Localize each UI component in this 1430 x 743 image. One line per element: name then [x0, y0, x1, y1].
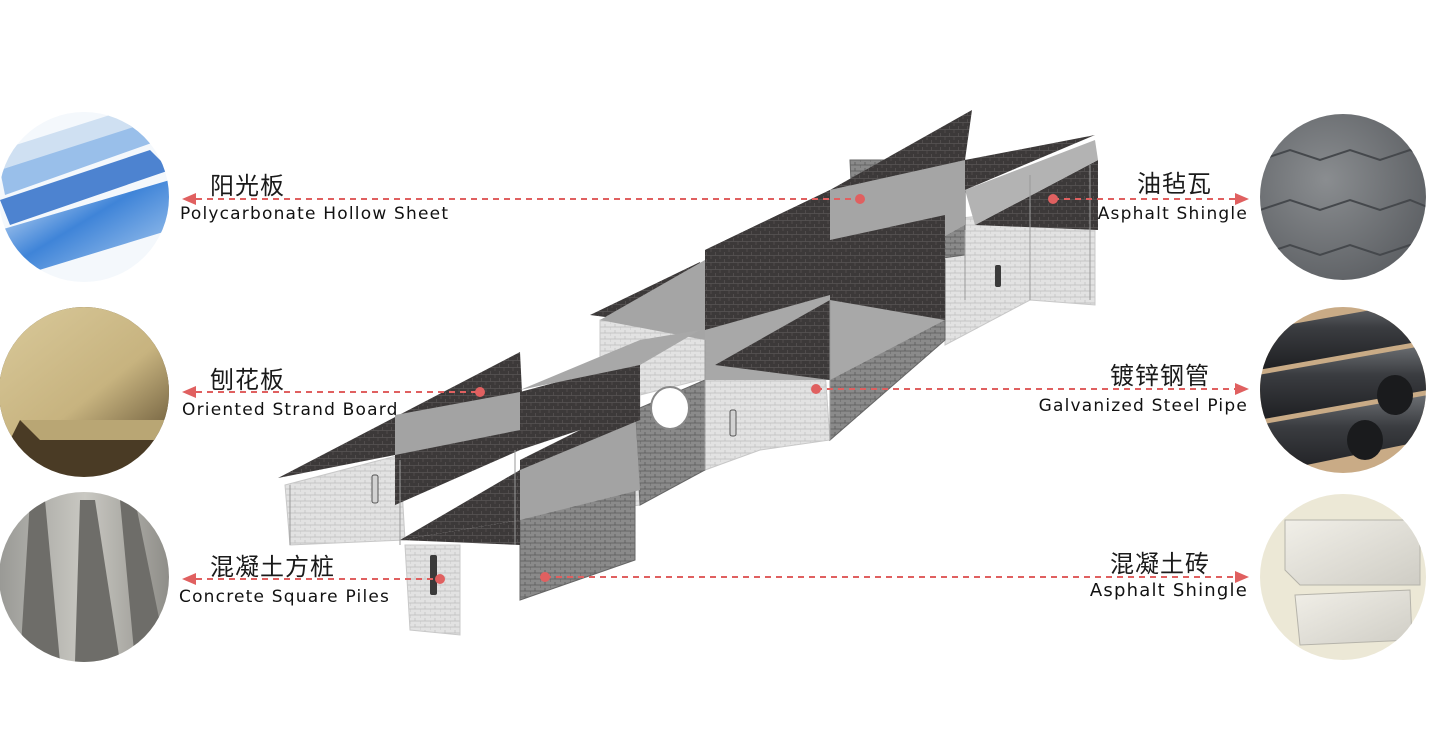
roof-right-dark-2: [975, 160, 1098, 230]
arrowhead-left-3: [182, 573, 196, 585]
arrowhead-left-1: [182, 193, 196, 205]
leader-arrows: [196, 198, 1235, 580]
roof-front-light: [520, 410, 640, 520]
label-en-brick: Asphalt Shingle: [1089, 580, 1248, 601]
label-cn-polycarbonate: 阳光板: [210, 172, 285, 200]
roof-low-dark-3: [395, 430, 520, 505]
building-axonometric: [278, 110, 1098, 636]
label-en-osb: Oriented Strand Board: [182, 400, 399, 420]
roof-upper-dark-3: [830, 110, 972, 190]
roof-front-dark-3: [400, 520, 520, 545]
anchor-dot-1: [855, 194, 865, 204]
arrowhead-left-2: [182, 386, 196, 398]
label-cn-osb: 刨花板: [210, 366, 285, 394]
glass-frame: [289, 165, 1091, 545]
steel-pipe-photo: [1260, 307, 1426, 473]
label-en-piles: Concrete Square Piles: [179, 587, 391, 607]
arrowhead-right-1: [1235, 193, 1249, 205]
anchor-dot-5: [811, 384, 821, 394]
arrowhead-right-3: [1235, 571, 1249, 583]
roof-low-dark-2: [520, 360, 640, 450]
anchor-dot-3: [435, 574, 445, 584]
roof-right-light: [965, 140, 1098, 225]
roof-front-dark-1: [400, 470, 520, 540]
roof-mid-dark-1: [830, 215, 945, 320]
label-en-shingle: Asphalt Shingle: [1097, 204, 1248, 224]
label-cn-shingle: 油毡瓦: [1137, 170, 1212, 198]
label-cn-steel-pipe: 镀锌钢管: [1110, 362, 1210, 390]
label-en-polycarbonate: Polycarbonate Hollow Sheet: [180, 204, 450, 224]
label-en-steel-pipe: Galvanized Steel Pipe: [1038, 396, 1248, 416]
anchor-dot-4: [1048, 194, 1058, 204]
round-window: [650, 386, 690, 430]
roof-front-dark-2: [520, 400, 640, 470]
label-cn-piles: 混凝土方桩: [210, 553, 335, 581]
concrete-brick-photo: [1260, 494, 1426, 660]
roof-right-dark: [965, 135, 1095, 190]
human-figures: [371, 265, 1001, 595]
arrowhead-right-2: [1235, 383, 1249, 395]
osb-board-photo: [0, 307, 169, 477]
anchor-dot-6: [540, 572, 550, 582]
anchor-dot-2: [475, 387, 485, 397]
label-cn-brick: 混凝土砖: [1110, 550, 1210, 578]
asphalt-shingle-photo: [1260, 114, 1426, 280]
polycarbonate-sheet-photo: [0, 112, 169, 282]
roof-upper-dark-2: [705, 190, 830, 340]
roof-upper-dark-4: [705, 190, 830, 250]
roof-mid-dark-2: [715, 300, 830, 380]
roof-low-light-2: [520, 330, 700, 390]
arrow-heads: [182, 193, 1249, 585]
concrete-piles-photo: [0, 492, 169, 662]
